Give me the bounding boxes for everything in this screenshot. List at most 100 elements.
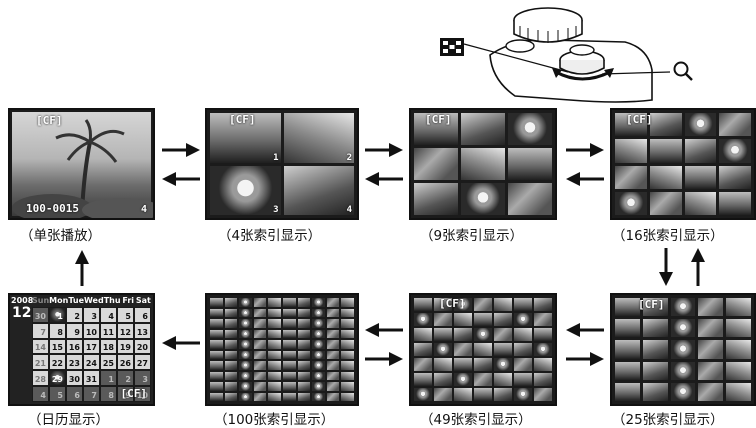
thumbnail [312,308,325,317]
thumbnail [474,373,492,386]
thumbnail [239,382,252,391]
thumbnail [268,382,281,391]
arrow-icon [659,248,673,286]
thumbnail [239,319,252,328]
thumbnail [268,308,281,317]
thumbnail [684,113,717,137]
thumbnail [434,358,452,371]
thumbnail [210,350,223,359]
calendar-day: 18 [100,338,117,355]
index9-screen: [CF] [409,108,557,220]
thumbnail [434,313,452,326]
thumbnail [698,382,724,401]
thumbnail [210,392,223,401]
thumbnail [414,313,432,326]
thumbnail [297,308,311,317]
thumbnail [508,148,552,180]
thumbnail [642,340,668,359]
thumbnail [341,308,354,317]
thumbnail [726,319,751,338]
thumbnail [253,361,267,370]
card-label: [CF] [626,113,653,126]
thumbnail [698,340,724,359]
thumbnail [341,392,354,401]
thumbnail [414,373,432,386]
calendar-day: 15 [49,338,66,355]
thumbnail [253,392,267,401]
thumbnail [684,191,717,215]
arrow-icon [162,172,200,186]
thumbnail [670,382,696,401]
thumbnail [534,313,552,326]
thumbnail [253,298,267,307]
thumbnail [253,371,267,380]
calendar-day: 3 [134,370,151,387]
thumbnail [268,361,281,370]
thumbnail [224,382,238,391]
thumbnail [341,382,354,391]
thumbnail [414,298,432,311]
weekday-label: Mon [49,296,69,305]
weekday-label: Sat [135,296,151,305]
index100-screen [205,293,359,406]
calendar-day: 22 [49,354,66,371]
card-label: [CF] [638,298,665,311]
card-label: [CF] [36,114,63,127]
thumbnail [326,361,340,370]
thumbnail [326,350,340,359]
caption-index9: （9张索引显示） [420,228,524,244]
calendar-day: 4 [32,386,49,402]
thumbnail [698,319,724,338]
thumbnail [615,319,640,338]
thumbnail [224,392,238,401]
calendar-day: 25 [100,354,117,371]
thumbnail [239,361,252,370]
thumbnail [719,191,751,215]
thumbnail [224,361,238,370]
thumbnail [341,329,354,338]
calendar-day: 12 [117,322,134,339]
thumbnail [253,340,267,349]
thumbnail [224,308,238,317]
thumbnail [726,361,751,380]
arrow-icon [75,250,89,286]
thumbnail [474,313,492,326]
thumbnail [341,371,354,380]
thumbnail [615,340,640,359]
calendar-day: 10 [134,386,151,402]
calendar-day: 7 [32,322,49,339]
weekday-label: Wed [84,296,104,305]
thumbnail [239,298,252,307]
thumbnail [461,148,505,180]
thumbnail [283,361,296,370]
arrow-icon [566,143,604,157]
file-number: 100-0015 [26,202,79,215]
single-playback-screen: [CF] 100-0015 4 [8,108,155,220]
thumbnail [649,113,682,137]
thumbnail [454,343,472,356]
thumbnail [726,382,751,401]
arrow-icon [566,172,604,186]
thumbnail [414,148,458,180]
camera-dial-illustration [420,0,710,105]
calendar-day: 8 [100,386,117,402]
thumbnail [615,139,647,163]
calendar-day: 17 [83,338,100,355]
thumbnail [268,392,281,401]
thumbnail [719,139,751,163]
arrow-icon [566,323,604,337]
thumbnail: 2 [283,113,354,163]
calendar-day: 2 [117,370,134,387]
calendar-month: 12 [12,305,32,321]
calendar-day: 6 [66,386,83,402]
thumbnail: 3 [210,165,281,215]
thumbnail [268,329,281,338]
thumbnail [224,371,238,380]
thumbnail [253,319,267,328]
thumbnail [514,343,532,356]
thumbnail [341,340,354,349]
thumbnail [494,328,512,341]
thumbnail [474,328,492,341]
magnifier-icon [673,61,693,81]
